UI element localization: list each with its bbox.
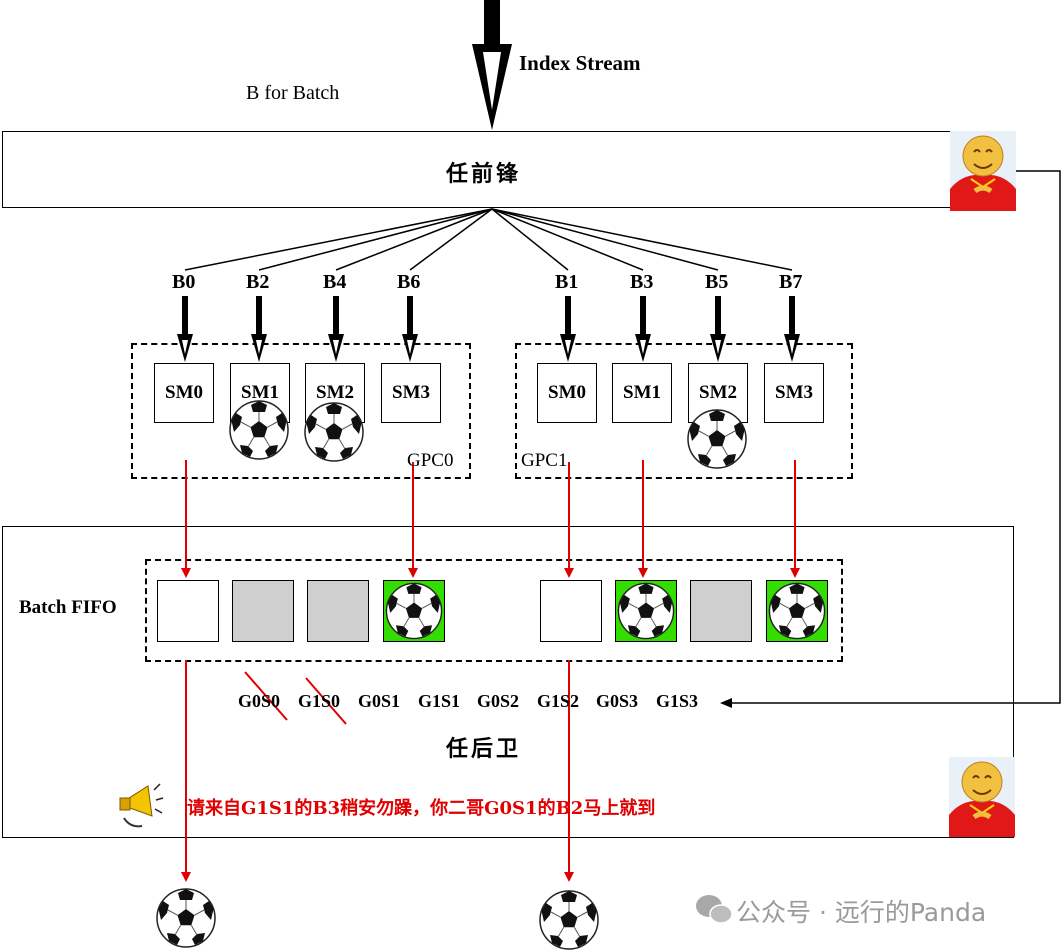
fanout-lines (184, 208, 793, 271)
batch-b7: B7 (779, 271, 803, 293)
fifo-slot-4 (540, 580, 602, 642)
gpc1-label: GPC1 (521, 450, 568, 471)
gpc0-label: GPC0 (407, 450, 454, 471)
gpc0-sm0: SM0 (154, 363, 214, 423)
feedback-arrow (720, 170, 1061, 708)
index-stream-arrow (472, 0, 512, 130)
fifo-slot-2 (307, 580, 369, 642)
batch-b1: B1 (555, 271, 579, 293)
red-arrows (181, 460, 800, 882)
batch-b5: B5 (705, 271, 729, 293)
ball-sm1 (229, 400, 289, 460)
order-7: G1S3 (656, 691, 699, 711)
wechat-icon (696, 895, 733, 924)
watermark-text: 公众号 · 远行的Panda (736, 898, 987, 927)
megaphone-icon (119, 783, 164, 828)
strike-marks (244, 671, 347, 725)
batch-fifo-group (145, 559, 843, 662)
ball-gpc1-sm2 (687, 409, 747, 469)
announcement-text: 请来自G1S1的B3稍安勿躁，你二哥G0S1的B2马上就到 (187, 798, 656, 819)
fifo-slot-0 (157, 580, 219, 642)
ball-out-right (539, 890, 599, 950)
index-stream-label: Index Stream (519, 51, 641, 75)
batch-b3: B3 (630, 271, 654, 293)
ball-fifo-3 (385, 582, 443, 640)
back-box (2, 526, 1014, 838)
gpc1-group (515, 343, 853, 479)
gpc1-sm0: SM0 (537, 363, 597, 423)
front-box (2, 131, 1012, 208)
fifo-slot-1 (232, 580, 294, 642)
fifo-slot-6 (690, 580, 752, 642)
avatar-top (950, 131, 1016, 211)
back-label: 任后卫 (446, 736, 522, 762)
batch-b2: B2 (246, 271, 270, 293)
avatar-bottom (949, 757, 1015, 837)
gpc1-sm3: SM3 (764, 363, 824, 423)
batch-note-label: B for Batch (246, 82, 340, 104)
gpc0-group (131, 343, 471, 479)
order-6: G0S3 (596, 691, 639, 711)
ball-fifo-7 (768, 582, 826, 640)
batch-b0: B0 (172, 271, 196, 293)
order-1: G1S0 (298, 691, 341, 711)
batch-b4: B4 (323, 271, 347, 293)
batch-arrows (177, 296, 800, 362)
batch-b6: B6 (397, 271, 421, 293)
ball-fifo-5 (617, 582, 675, 640)
order-5: G1S2 (537, 691, 580, 711)
order-3: G1S1 (418, 691, 461, 711)
gpc0-sm3: SM3 (381, 363, 441, 423)
front-label: 任前锋 (446, 161, 522, 187)
order-4: G0S2 (477, 691, 520, 711)
ball-sm2 (304, 402, 364, 462)
order-0: G0S0 (238, 691, 281, 711)
ball-out-left (156, 888, 216, 948)
order-2: G0S1 (358, 691, 401, 711)
gpc1-sm1: SM1 (612, 363, 672, 423)
batch-fifo-label: Batch FIFO (19, 597, 117, 618)
